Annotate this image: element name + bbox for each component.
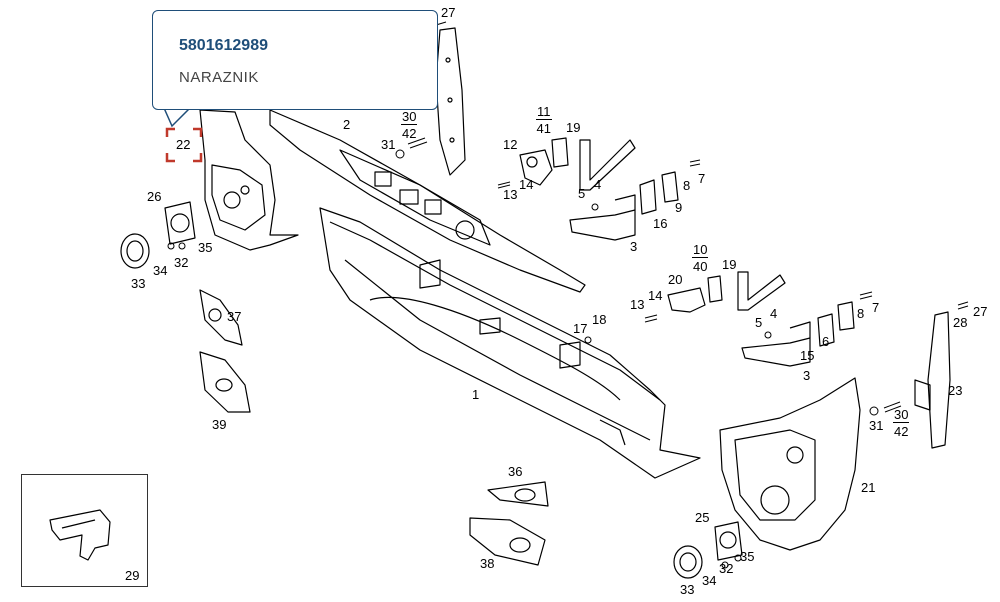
bumper-part-1[interactable]: [319, 207, 701, 479]
latch-20[interactable]: [667, 287, 706, 313]
callout-19b[interactable]: 19: [722, 257, 737, 272]
callout-5b[interactable]: 5: [755, 315, 763, 330]
callout-6[interactable]: 6: [822, 334, 830, 349]
inset-part-29[interactable]: [49, 509, 111, 561]
fasteners: [167, 21, 969, 569]
callout-14b[interactable]: 14: [648, 288, 663, 303]
callout-25[interactable]: 25: [695, 510, 710, 525]
fraction-num: 30: [401, 109, 418, 125]
callout-20[interactable]: 20: [668, 272, 683, 287]
callout-3[interactable]: 3: [630, 239, 638, 254]
plate-9[interactable]: [661, 171, 679, 203]
part-name: NARAZNIK: [179, 69, 259, 86]
callout-11-41[interactable]: 11 41: [536, 105, 552, 135]
callout-33[interactable]: 33: [131, 276, 146, 291]
callout-32[interactable]: 32: [174, 255, 189, 270]
fraction-den: 42: [894, 424, 909, 439]
callout-15[interactable]: 15: [800, 348, 815, 363]
callout-10-40[interactable]: 10 40: [692, 242, 709, 274]
callout-12[interactable]: 12: [503, 137, 518, 152]
lamp-33-left[interactable]: [120, 233, 150, 269]
callout-28[interactable]: 28: [953, 315, 968, 330]
callout-7[interactable]: 7: [698, 171, 706, 186]
bracket-23-left[interactable]: [435, 27, 466, 176]
callout-30-42-right[interactable]: 30 42: [893, 407, 910, 439]
gasket-26[interactable]: [164, 201, 196, 245]
callout-14[interactable]: 14: [519, 177, 534, 192]
left-end-cap-22[interactable]: [199, 109, 299, 251]
callout-36[interactable]: 36: [508, 464, 523, 479]
callout-27b[interactable]: 27: [973, 304, 988, 319]
bezel-37[interactable]: [199, 289, 243, 346]
fraction-num: 11: [536, 104, 552, 120]
callout-38[interactable]: 38: [480, 556, 495, 571]
callout-13b[interactable]: 13: [630, 297, 645, 312]
callout-31[interactable]: 31: [381, 137, 396, 152]
bracket-23-right[interactable]: [914, 311, 951, 449]
callout-19[interactable]: 19: [566, 120, 581, 135]
plate-6[interactable]: [837, 301, 855, 331]
plate-15[interactable]: [817, 313, 835, 347]
callout-13[interactable]: 13: [503, 187, 518, 202]
callout-22[interactable]: 22: [176, 137, 191, 152]
callout-8[interactable]: 8: [683, 178, 691, 193]
bezel-39[interactable]: [199, 351, 251, 413]
right-end-cap-21[interactable]: [719, 377, 861, 551]
bracket-19-upper[interactable]: [579, 139, 636, 191]
fraction-den: 40: [693, 259, 708, 274]
callout-27[interactable]: 27: [441, 5, 456, 20]
bezel-36[interactable]: [487, 481, 549, 507]
part-number[interactable]: 5801612989: [179, 37, 268, 54]
plate-40[interactable]: [707, 275, 723, 303]
callout-2[interactable]: 2: [343, 117, 351, 132]
callout-26[interactable]: 26: [147, 189, 162, 204]
bracket-3-lower[interactable]: [741, 321, 811, 367]
bracket-3-upper[interactable]: [569, 194, 636, 241]
callout-3b[interactable]: 3: [803, 368, 811, 383]
callout-32b[interactable]: 32: [719, 561, 734, 576]
bezel-38[interactable]: [469, 517, 546, 566]
callout-35[interactable]: 35: [198, 240, 213, 255]
callout-5[interactable]: 5: [578, 186, 586, 201]
callout-1[interactable]: 1: [472, 387, 480, 402]
bracket-19-lower[interactable]: [737, 271, 786, 311]
callout-17[interactable]: 17: [573, 321, 588, 336]
tooltip-pointer-icon: [163, 108, 191, 128]
fraction-num: 10: [692, 242, 709, 258]
callout-23[interactable]: 23: [948, 383, 963, 398]
callout-30-42-left[interactable]: 30 42: [401, 109, 418, 141]
selected-part-highlight[interactable]: 22: [165, 127, 203, 163]
lamp-33-right[interactable]: [673, 545, 703, 579]
plate-16[interactable]: [639, 179, 657, 215]
callout-16[interactable]: 16: [653, 216, 668, 231]
callout-8b[interactable]: 8: [857, 306, 865, 321]
callout-34[interactable]: 34: [153, 263, 168, 278]
callout-4[interactable]: 4: [594, 177, 602, 192]
fraction-den: 42: [402, 126, 417, 141]
callout-37[interactable]: 37: [227, 309, 242, 324]
callout-18[interactable]: 18: [592, 312, 607, 327]
latch-12[interactable]: [519, 149, 553, 186]
callout-34b[interactable]: 34: [702, 573, 717, 588]
callout-7b[interactable]: 7: [872, 300, 880, 315]
callout-9[interactable]: 9: [675, 200, 683, 215]
gasket-25[interactable]: [714, 521, 743, 561]
plate-41[interactable]: [551, 137, 569, 168]
callout-31b[interactable]: 31: [869, 418, 884, 433]
callout-35b[interactable]: 35: [740, 549, 755, 564]
callout-21[interactable]: 21: [861, 480, 876, 495]
fraction-den: 41: [536, 121, 551, 136]
callout-4b[interactable]: 4: [770, 306, 778, 321]
callout-29[interactable]: 29: [125, 568, 140, 583]
callout-33b[interactable]: 33: [680, 582, 695, 597]
fraction-num: 30: [893, 407, 910, 423]
callout-39[interactable]: 39: [212, 417, 227, 432]
part-tooltip: 5801612989 NARAZNIK: [152, 10, 438, 110]
grille-part-2[interactable]: [269, 109, 586, 293]
selection-corners-icon: [165, 127, 203, 163]
inset-box: 29: [21, 474, 148, 587]
